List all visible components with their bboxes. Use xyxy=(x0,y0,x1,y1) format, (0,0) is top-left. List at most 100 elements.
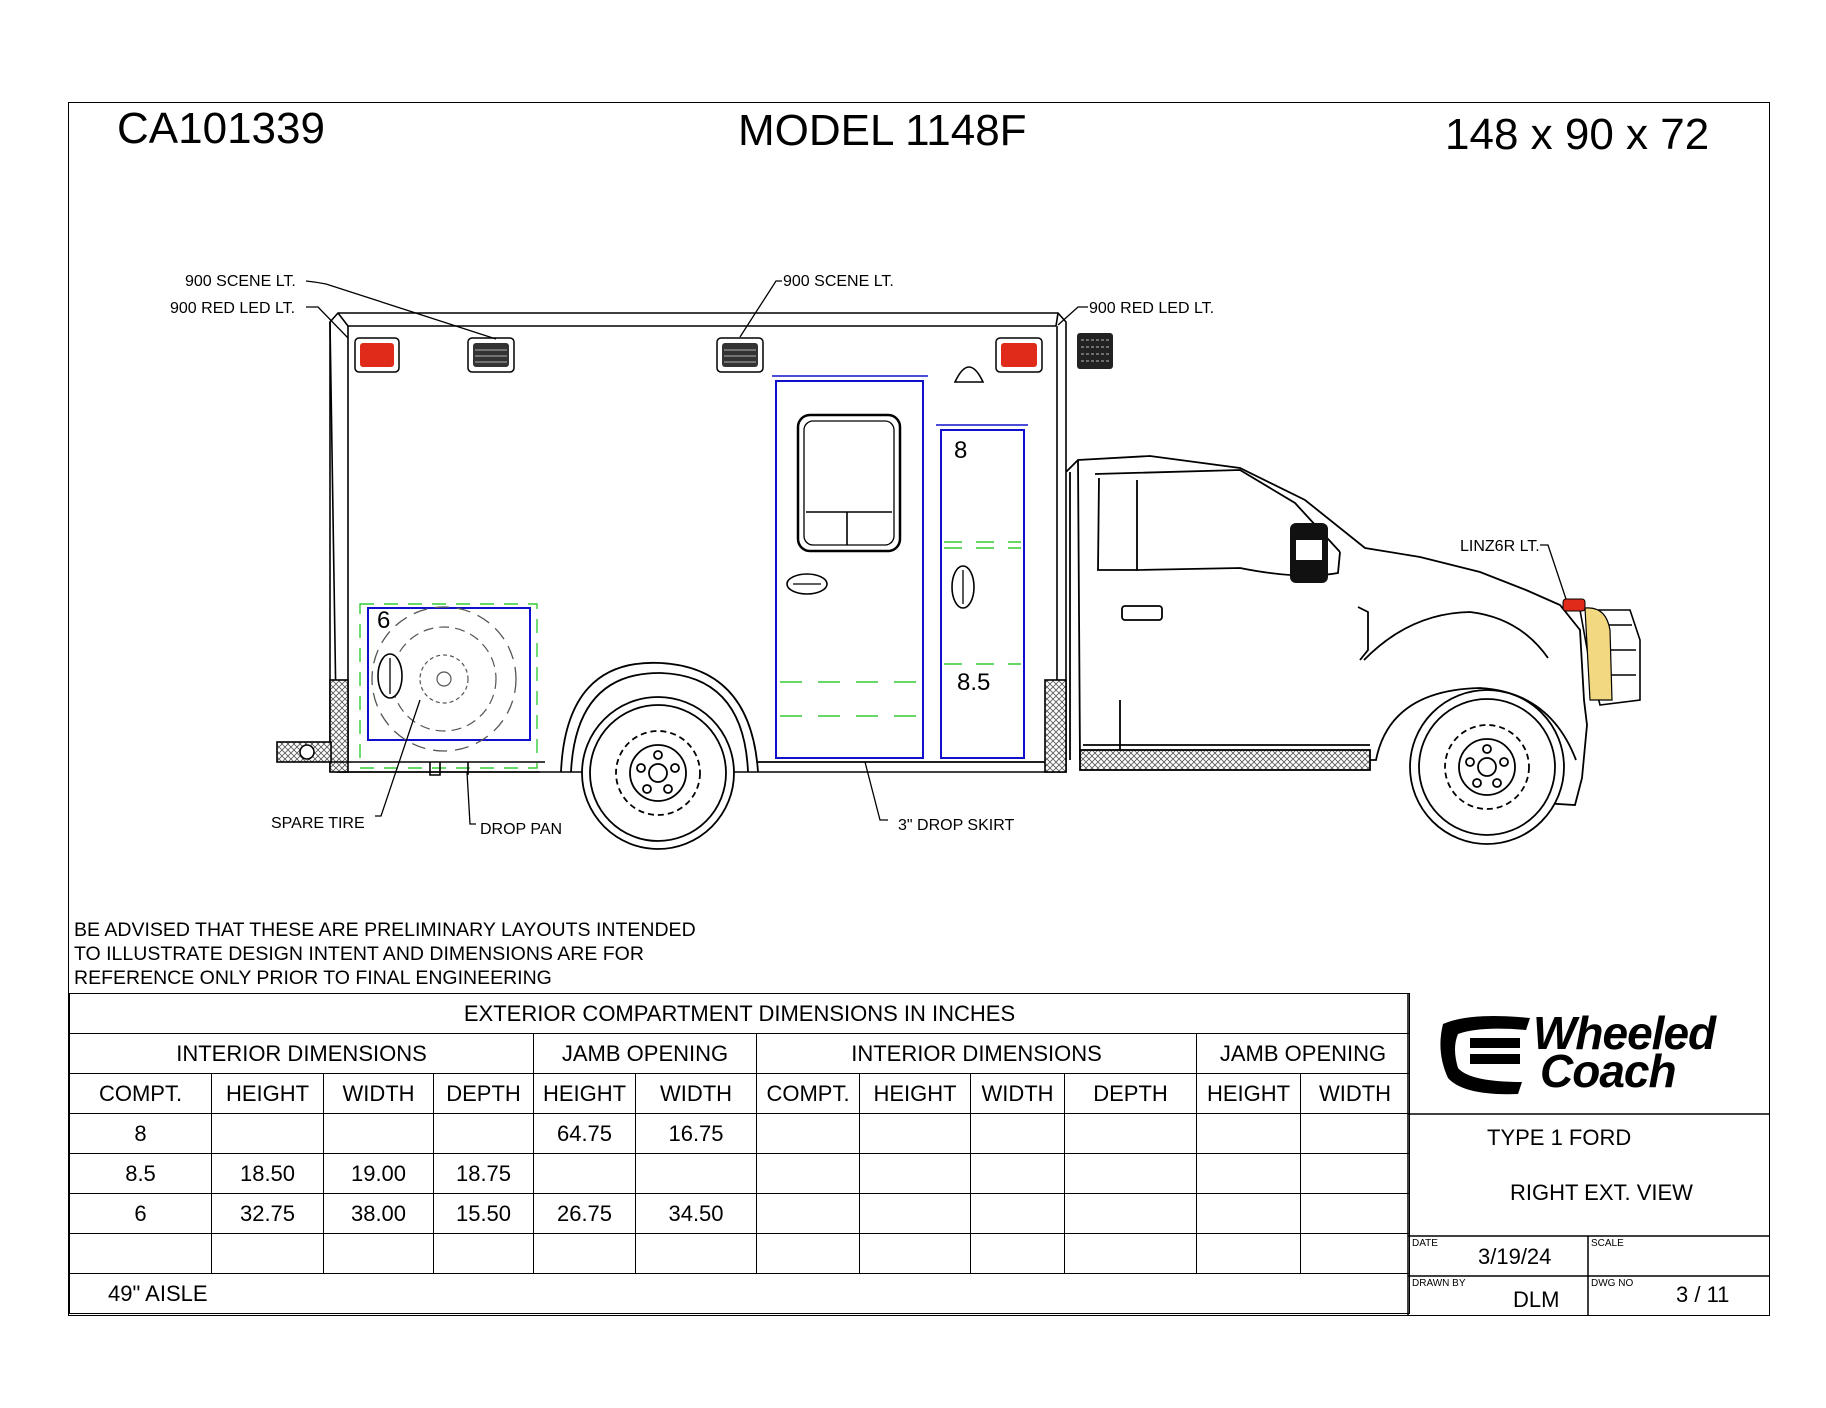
aisle-note: 49" AISLE xyxy=(69,1273,1410,1314)
table-row: 8 64.75 16.75 xyxy=(69,1113,1410,1154)
table-cell: 38.00 xyxy=(323,1193,434,1234)
group-interior-dimensions-right: INTERIOR DIMENSIONS xyxy=(756,1033,1197,1074)
column-header: WIDTH xyxy=(323,1073,434,1114)
table-cell xyxy=(1300,1233,1410,1274)
drawn-by-label: DRAWN BY xyxy=(1412,1278,1466,1289)
table-cell: 8.5 xyxy=(69,1153,212,1194)
callout-900-red-led-lt-right: 900 RED LED LT. xyxy=(1089,300,1214,317)
callout-900-scene-lt-mid: 900 SCENE LT. xyxy=(783,273,894,290)
table-cell xyxy=(1064,1153,1197,1194)
callout-drop-pan: DROP PAN xyxy=(480,821,562,838)
table-row: 8.5 18.50 19.00 18.75 xyxy=(69,1153,1410,1194)
scale-label: SCALE xyxy=(1591,1238,1624,1249)
scene-light-mid xyxy=(716,337,764,373)
table-cell: 34.50 xyxy=(635,1193,757,1234)
disclaimer: BE ADVISED THAT THESE ARE PRELIMINARY LA… xyxy=(74,918,696,990)
column-header: WIDTH xyxy=(1300,1073,1410,1114)
column-header: HEIGHT xyxy=(533,1073,636,1114)
callout-linz6r-lt: LINZ6R LT. xyxy=(1460,538,1540,555)
disclaimer-line-2: TO ILLUSTRATE DESIGN INTENT AND DIMENSIO… xyxy=(74,943,644,965)
module-body xyxy=(329,312,1067,773)
disclaimer-line-1: BE ADVISED THAT THESE ARE PRELIMINARY LA… xyxy=(74,919,696,941)
table-cell xyxy=(859,1233,971,1274)
table-cell xyxy=(635,1233,757,1274)
leader-lines xyxy=(305,280,1567,825)
table-cell xyxy=(970,1113,1065,1154)
brand-coach: Coach xyxy=(1540,1045,1677,1097)
amber-marker-light xyxy=(1584,607,1613,701)
table-cell xyxy=(756,1153,860,1194)
date-value: 3/19/24 xyxy=(1478,1244,1552,1269)
table-cell xyxy=(756,1113,860,1154)
front-wheel xyxy=(1409,689,1565,845)
compartment-6-door xyxy=(359,603,538,769)
table-cell xyxy=(533,1153,636,1194)
table-cell xyxy=(69,1233,212,1274)
red-led-light-left xyxy=(354,337,400,373)
column-header: COMPT. xyxy=(69,1073,212,1114)
compartment-label-6: 6 xyxy=(377,607,390,634)
table-header-row: COMPT. HEIGHT WIDTH DEPTH HEIGHT WIDTH C… xyxy=(69,1073,1410,1114)
disclaimer-line-3: REFERENCE ONLY PRIOR TO FINAL ENGINEERIN… xyxy=(74,967,552,989)
date-label: DATE xyxy=(1412,1238,1438,1249)
table-cell xyxy=(1196,1233,1301,1274)
model-title: MODEL 1148F xyxy=(738,106,1027,155)
drawing-frame xyxy=(68,102,1770,1316)
group-jamb-opening-right: JAMB OPENING xyxy=(1196,1033,1410,1074)
table-title: EXTERIOR COMPARTMENT DIMENSIONS IN INCHE… xyxy=(69,993,1410,1034)
table-cell xyxy=(533,1233,636,1274)
callout-900-scene-lt-left: 900 SCENE LT. xyxy=(185,273,296,290)
column-header: WIDTH xyxy=(635,1073,757,1114)
table-cell: 32.75 xyxy=(211,1193,324,1234)
body-dimensions: 148 x 90 x 72 xyxy=(1445,110,1710,159)
table-cell: 64.75 xyxy=(533,1113,636,1154)
view-name: RIGHT EXT. VIEW xyxy=(1510,1180,1693,1205)
brand-wheeled: Wheeled xyxy=(1533,1007,1716,1059)
rear-step xyxy=(276,741,545,776)
wheeled-coach-logo-mark xyxy=(1440,1016,1530,1095)
table-cell xyxy=(1300,1153,1410,1194)
dwg-no-label: DWG NO xyxy=(1591,1278,1634,1289)
table-cell: 26.75 xyxy=(533,1193,636,1234)
table-row xyxy=(69,1233,1410,1274)
callout-900-red-led-lt-left: 900 RED LED LT. xyxy=(170,300,295,317)
column-header: HEIGHT xyxy=(1196,1073,1301,1114)
red-led-light-right xyxy=(995,337,1043,373)
callout-drop-skirt: 3" DROP SKIRT xyxy=(898,817,1014,834)
group-jamb-opening-left: JAMB OPENING xyxy=(533,1033,757,1074)
dome-marker xyxy=(953,366,985,383)
dwg-no-value: 3 / 11 xyxy=(1676,1282,1730,1307)
table-cell xyxy=(211,1113,324,1154)
scene-light-left xyxy=(467,337,515,373)
group-interior-dimensions-left: INTERIOR DIMENSIONS xyxy=(69,1033,534,1074)
linz6r-light xyxy=(1562,598,1586,612)
compartment-8-door xyxy=(936,424,1028,759)
compartment-dimensions-table: EXTERIOR COMPARTMENT DIMENSIONS IN INCHE… xyxy=(69,993,1410,1314)
table-cell xyxy=(323,1113,434,1154)
table-cell xyxy=(1064,1113,1197,1154)
column-header: DEPTH xyxy=(1064,1073,1197,1114)
table-cell xyxy=(323,1233,434,1274)
rear-wheel xyxy=(560,661,1045,850)
rear-cab-light xyxy=(1077,333,1113,369)
table-cell xyxy=(756,1233,860,1274)
side-entry-door xyxy=(772,375,928,759)
compartment-label-8-5: 8.5 xyxy=(957,669,990,696)
drawn-by-value: DLM xyxy=(1513,1287,1560,1312)
column-header: HEIGHT xyxy=(211,1073,324,1114)
table-cell: 15.50 xyxy=(433,1193,534,1234)
table-cell: 6 xyxy=(69,1193,212,1234)
table-cell xyxy=(1196,1113,1301,1154)
callout-spare-tire: SPARE TIRE xyxy=(271,815,365,832)
table-cell: 19.00 xyxy=(323,1153,434,1194)
table-cell xyxy=(1196,1193,1301,1234)
compartment-label-8: 8 xyxy=(954,437,967,464)
table-cell: 18.50 xyxy=(211,1153,324,1194)
table-cell xyxy=(635,1153,757,1194)
table-row: 6 32.75 38.00 15.50 26.75 34.50 xyxy=(69,1193,1410,1234)
side-mirror xyxy=(1290,523,1328,583)
table-cell: 16.75 xyxy=(635,1113,757,1154)
project-id: CA101339 xyxy=(117,104,325,153)
